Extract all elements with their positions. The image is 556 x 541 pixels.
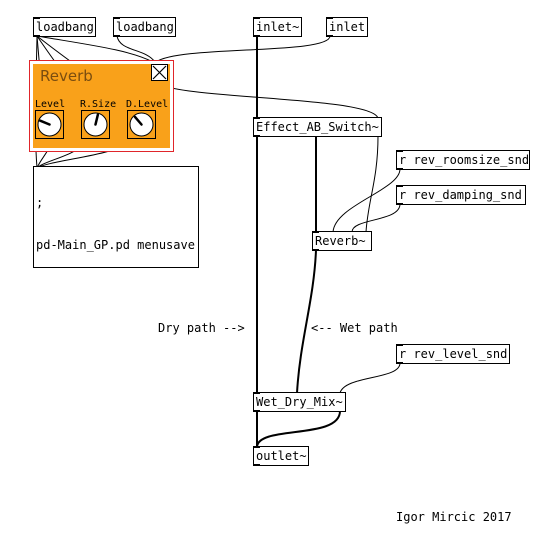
effect-switch-object[interactable]: Effect_AB_Switch~ xyxy=(253,117,382,137)
cord-level-wetdry xyxy=(339,362,401,394)
cord-roomsize-reverb xyxy=(332,168,401,233)
receive-level-object[interactable]: r rev_level_snd xyxy=(396,344,510,364)
knob-label-room-size: R.Size xyxy=(80,99,117,110)
knob-dial-icon xyxy=(129,112,154,137)
cord-loadbang1-toggle xyxy=(36,35,154,63)
cord-inlet-toggle xyxy=(155,35,331,63)
bypass-toggle[interactable] xyxy=(151,64,168,81)
message-line-1: ; xyxy=(36,196,44,210)
cord-loadbang2-toggle xyxy=(116,35,156,63)
cord-toggle-switch xyxy=(153,79,379,119)
control-inlet-object[interactable]: inlet xyxy=(326,17,368,37)
wet-dry-mix-object[interactable]: Wet_Dry_Mix~ xyxy=(253,392,346,412)
knob-dial-icon xyxy=(37,112,62,137)
credit-comment: Igor Mircic 2017 xyxy=(396,510,512,524)
wet-path-comment: <-- Wet path xyxy=(311,321,398,335)
level-knob[interactable] xyxy=(35,110,64,139)
cord-reverb-wetdry xyxy=(296,249,317,394)
knob-pointer xyxy=(39,119,51,126)
message-line-2: pd-Main_GP.pd menusave xyxy=(36,238,195,252)
reverb-gui-panel: Reverb Level R.Size D.Level xyxy=(29,60,174,152)
signal-outlet-object[interactable]: outlet~ xyxy=(253,446,309,466)
knob-pointer xyxy=(133,115,143,126)
toggle-x-icon xyxy=(152,65,167,80)
receive-damping-object[interactable]: r rev_damping_snd xyxy=(396,185,526,205)
knob-dial-icon xyxy=(83,112,108,137)
damping-level-knob[interactable] xyxy=(127,110,156,139)
cord-damping-reverb xyxy=(351,203,401,233)
reverb-object[interactable]: Reverb~ xyxy=(312,231,372,251)
room-size-knob[interactable] xyxy=(81,110,110,139)
receive-roomsize-object[interactable]: r rev_roomsize_snd xyxy=(396,150,530,170)
knob-pointer xyxy=(94,113,100,126)
loadbang-object[interactable]: loadbang xyxy=(33,17,96,37)
menusave-message[interactable]: ; pd-Main_GP.pd menusave xyxy=(33,166,199,268)
cord-switch-reverb-ctl xyxy=(365,135,379,233)
knob-label-level: Level xyxy=(35,99,66,110)
dry-path-comment: Dry path --> xyxy=(158,321,245,335)
knob-label-damping-level: D.Level xyxy=(126,99,169,110)
signal-inlet-object[interactable]: inlet~ xyxy=(253,17,302,37)
reverb-panel-title: Reverb xyxy=(40,67,93,85)
loadbang-object-2[interactable]: loadbang xyxy=(113,17,176,37)
cord-wetdry-outlet-right xyxy=(256,410,341,448)
